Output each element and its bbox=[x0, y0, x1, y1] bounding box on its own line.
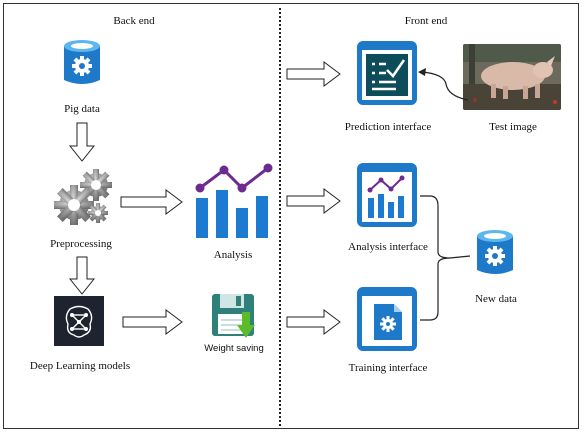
floppy-save-icon bbox=[210, 292, 258, 340]
prediction-interface-label: Prediction interface bbox=[344, 121, 432, 133]
gears-icon bbox=[52, 167, 116, 229]
analysis-interface-icon bbox=[356, 162, 418, 228]
database-gear-icon bbox=[62, 38, 102, 88]
new-data-label: New data bbox=[475, 293, 517, 305]
backend-frontend-divider bbox=[279, 8, 281, 426]
training-interface-icon bbox=[356, 286, 418, 352]
neural-network-icon bbox=[54, 296, 104, 346]
weight-saving-label: Weight saving bbox=[204, 343, 264, 354]
prediction-interface-icon bbox=[356, 40, 418, 106]
bar-line-chart-icon bbox=[192, 162, 274, 240]
diagram-frame bbox=[3, 3, 579, 429]
pig-data-label: Pig data bbox=[64, 103, 100, 115]
backend-title: Back end bbox=[113, 15, 155, 27]
deep-learning-label: Deep Learning models bbox=[29, 360, 131, 372]
test-image-label: Test image bbox=[489, 121, 537, 133]
training-interface-label: Training interface bbox=[348, 362, 428, 374]
frontend-title: Front end bbox=[404, 15, 448, 27]
analysis-interface-label: Analysis interface bbox=[348, 241, 428, 253]
new-data-database-icon bbox=[475, 228, 515, 278]
pig-photo bbox=[463, 44, 561, 110]
analysis-label: Analysis bbox=[213, 249, 253, 261]
preprocessing-label: Preprocessing bbox=[50, 238, 112, 250]
